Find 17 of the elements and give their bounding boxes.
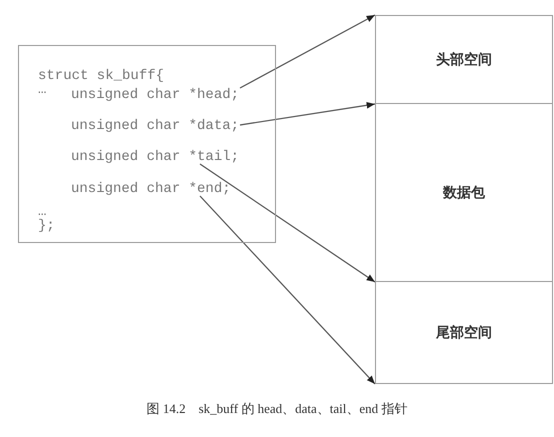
arrow — [200, 164, 376, 282]
code-line: unsigned char *end; — [71, 181, 231, 197]
memory-section: 尾部空间 — [375, 282, 553, 384]
memory-section: 头部空间 — [375, 15, 553, 104]
arrow — [240, 14, 376, 89]
code-line: unsigned char *tail; — [71, 149, 241, 165]
code-line: }; — [38, 218, 55, 234]
caption: 图 14.2 sk_buff 的 head、data、tail、end 指针 — [146, 401, 408, 416]
code-line: struct sk_buff{ — [38, 68, 164, 84]
code-line: … — [38, 82, 46, 98]
code-line: … — [38, 204, 46, 220]
code-line: unsigned char *head; — [71, 87, 241, 103]
code-line: unsigned char *data; — [71, 118, 241, 134]
arrow — [200, 196, 376, 384]
struct-box — [18, 45, 276, 243]
arrow — [240, 102, 376, 126]
memory-section: 数据包 — [375, 104, 553, 282]
